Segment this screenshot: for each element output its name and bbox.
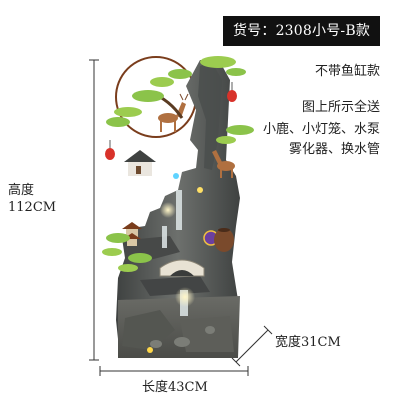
height-label-value: 112CM <box>8 200 57 215</box>
length-label: 长度43CM <box>142 380 208 395</box>
lantern-right <box>227 82 237 102</box>
deer-figure-top <box>158 93 189 132</box>
gifts-line-1: 小鹿、小灯笼、水泵 <box>262 122 380 137</box>
led-light-yellow <box>197 187 203 193</box>
arch-bridge <box>159 259 205 277</box>
led-light-blue <box>173 173 179 179</box>
water-light-glow <box>175 287 195 307</box>
length-measure-line <box>99 366 249 376</box>
pine-tree-top <box>106 56 246 127</box>
water-urn <box>214 228 234 252</box>
lantern-left <box>105 140 115 160</box>
gifts-line-2: 雾化器、换水管 <box>288 142 380 157</box>
mist-glow <box>160 202 176 218</box>
pine-tree-right <box>216 125 254 144</box>
gifts-title: 图上所示全送 <box>301 100 380 115</box>
width-label: 宽度31CM <box>275 335 341 350</box>
height-label-title: 高度 <box>8 183 35 198</box>
no-tank-note: 不带鱼缸款 <box>314 64 380 79</box>
deer-figure-side <box>212 150 235 178</box>
sku-banner: 货号：2308小号-B款 <box>223 16 380 46</box>
led-light-base <box>147 347 153 353</box>
pine-tree-bottom <box>102 233 152 272</box>
height-label: 高度 112CM <box>8 182 56 216</box>
height-measure-line <box>89 59 99 361</box>
width-measure-line <box>231 325 273 367</box>
village-house <box>124 150 156 176</box>
